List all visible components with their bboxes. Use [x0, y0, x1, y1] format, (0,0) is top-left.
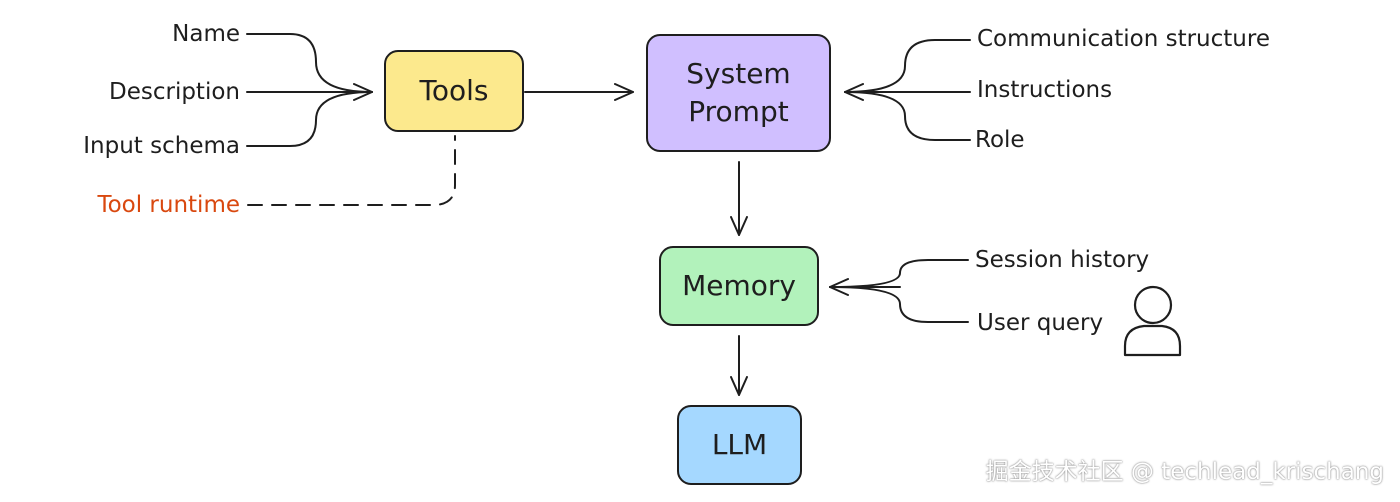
tool-runtime-connector	[247, 135, 456, 206]
role-connector	[844, 91, 971, 141]
instructions-label: Instructions	[977, 77, 1113, 103]
communication-structure-connector	[844, 39, 971, 93]
memory-node-label: Memory	[682, 269, 796, 302]
tools-node: Tools	[384, 50, 524, 132]
llm-node-label: LLM	[711, 428, 768, 461]
system-prompt-node: System Prompt	[646, 34, 831, 152]
name-label: Name	[172, 21, 240, 47]
memory-node: Memory	[659, 246, 819, 326]
session-history-label: Session history	[975, 247, 1150, 273]
llm-node: LLM	[677, 405, 802, 485]
tool-runtime-label: Tool runtime	[97, 192, 240, 218]
tool-inputs-connector	[246, 33, 373, 147]
communication-structure-label: Communication structure	[977, 26, 1270, 52]
system-prompt-node-label: System Prompt	[686, 57, 791, 128]
user-query-connector	[829, 286, 969, 323]
name-connector	[246, 33, 373, 93]
memory-inputs-connector	[829, 259, 969, 323]
prompt-inputs-connector	[844, 39, 971, 141]
session-history-connector	[829, 259, 969, 288]
user-query-label: User query	[977, 310, 1104, 336]
tools-node-label: Tools	[419, 74, 489, 107]
input-schema-connector	[246, 91, 373, 147]
input-schema-label: Input schema	[83, 133, 240, 159]
description-label: Description	[109, 79, 240, 105]
role-label: Role	[975, 127, 1025, 153]
user-icon	[1123, 285, 1182, 357]
watermark: 掘金技术社区 @ techlead_krischang	[985, 459, 1384, 485]
